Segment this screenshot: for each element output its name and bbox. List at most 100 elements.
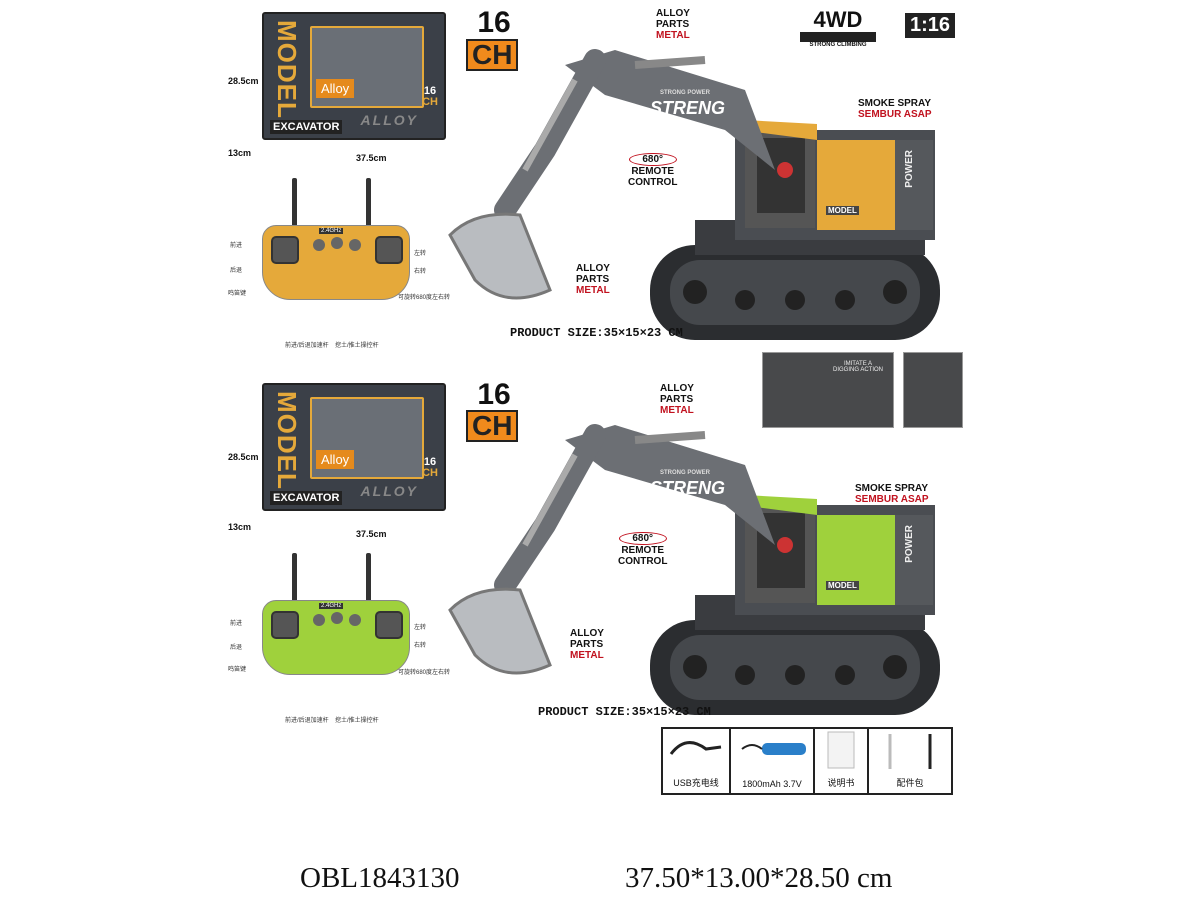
box-depth: 13cm — [228, 522, 252, 532]
antenna — [292, 553, 297, 603]
box-ch-unit: CH — [422, 96, 438, 108]
box-excavator-label: EXCAVATOR — [270, 120, 343, 134]
box-alloy-text: ALLOY — [360, 483, 418, 499]
remote-label: 前进 — [230, 621, 243, 627]
accessory-usb-cable: USB充电线 — [663, 729, 731, 793]
remote-label: 挖土/推土操控杆 — [335, 718, 379, 724]
accessory-label: 说明书 — [827, 778, 855, 788]
remote-label: 前进 — [230, 243, 243, 249]
box-excavator-label: EXCAVATOR — [270, 491, 343, 505]
channel-count: 16 — [477, 6, 511, 39]
channel-unit: CH — [466, 39, 519, 71]
scale-badge: 1:16 — [905, 13, 956, 38]
remote-label: 后退 — [230, 268, 243, 274]
accessory-label: 1800mAh 3.7V — [742, 779, 802, 789]
remote-button — [313, 239, 325, 251]
remote-label: 右转 — [414, 269, 427, 275]
product-size: PRODUCT SIZE:35×15×23 CM — [538, 705, 711, 719]
4wd-subtext: STRONG CLIMBING — [809, 42, 867, 48]
remote-button — [349, 239, 361, 251]
remote-label: 后退 — [230, 645, 243, 651]
remote-label: 可旋转680度左右转 — [398, 670, 451, 676]
remote-freq: 2.4GHz — [319, 228, 344, 234]
accessory-label: USB充电线 — [673, 778, 719, 788]
usb-cable-icon — [669, 741, 722, 755]
product-size: PRODUCT SIZE:35×15×23 CM — [510, 326, 683, 340]
joystick — [271, 236, 299, 264]
manual-icon — [827, 731, 855, 769]
channel-unit: CH — [466, 410, 519, 442]
remote-freq: 2.4GHz — [319, 603, 344, 609]
box-alloy-text: ALLOY — [360, 112, 418, 128]
remote-label: 鸣笛键 — [228, 291, 247, 297]
box-height: 28.5cm — [228, 76, 259, 86]
4wd-text: 4WD — [813, 7, 863, 32]
rotation-image — [903, 352, 963, 428]
accessory-label: 配件包 — [896, 778, 924, 788]
remote-button — [313, 614, 325, 626]
excavator-image — [445, 395, 945, 725]
remote-body: 2.4GHz — [262, 600, 410, 675]
accessories-panel: USB充电线 1800mAh 3.7V 说明书 配件包 — [661, 727, 953, 795]
remote-button — [331, 237, 343, 249]
power-text: POWER — [904, 525, 915, 563]
strong-power-text: STRONG POWER — [660, 470, 711, 476]
terrain-graphic — [800, 32, 876, 42]
antenna — [366, 553, 371, 603]
box-ch-num: 16 — [423, 456, 437, 468]
excavator-model-text: MODEL — [826, 206, 859, 215]
remote-label: 左转 — [414, 251, 427, 257]
joystick — [375, 236, 403, 264]
power-text: POWER — [904, 150, 915, 188]
screwdriver-icon — [888, 734, 932, 769]
battery-icon — [741, 743, 806, 755]
digging-action-image: IMITATE A DIGGING ACTION — [762, 352, 894, 428]
box-alloy-label: Alloy — [316, 450, 355, 469]
accessory-parts-pack: 配件包 — [869, 729, 951, 793]
remote-label: 可旋转680度左右转 — [398, 295, 451, 301]
antenna — [292, 178, 297, 228]
remote-label: 右转 — [414, 643, 427, 649]
remote-body: 2.4GHz — [262, 225, 410, 300]
digging-action-text: IMITATE A DIGGING ACTION — [833, 361, 884, 373]
box-width: 37.5cm — [356, 529, 387, 539]
product-sku: OBL1843130 — [300, 862, 460, 894]
box-depth: 13cm — [228, 148, 252, 158]
joystick — [375, 611, 403, 639]
accessory-battery: 1800mAh 3.7V — [731, 729, 815, 793]
strong-logo: STRENG — [650, 98, 726, 118]
box-height: 28.5cm — [228, 452, 259, 462]
box-ch-unit: CH — [422, 467, 438, 479]
remote-label: 左转 — [414, 625, 427, 631]
remote-label: 鸣笛键 — [228, 667, 247, 673]
channel-count: 16 — [477, 378, 511, 411]
box-alloy-label: Alloy — [316, 79, 355, 98]
remote-button — [331, 612, 343, 624]
package-dimensions: 37.50*13.00*28.50 cm — [625, 862, 893, 894]
remote-label: 前进/后退加速杆 — [285, 718, 329, 724]
strong-power-text: STRONG POWER — [660, 90, 711, 96]
box-model-text: MODEL — [272, 20, 302, 119]
excavator-model-text: MODEL — [826, 581, 859, 590]
box-ch-num: 16 — [423, 85, 437, 97]
accessory-manual: 说明书 — [815, 729, 869, 793]
4wd-badge: 4WD STRONG CLIMBING — [800, 8, 876, 48]
box-model-text: MODEL — [272, 391, 302, 490]
strong-logo: STRENG — [650, 478, 726, 498]
remote-label: 前进/后退加速杆 — [285, 343, 329, 349]
joystick — [271, 611, 299, 639]
remote-label: 挖土/推土操控杆 — [335, 343, 379, 349]
box-width: 37.5cm — [356, 153, 387, 163]
excavator-image — [445, 20, 945, 350]
